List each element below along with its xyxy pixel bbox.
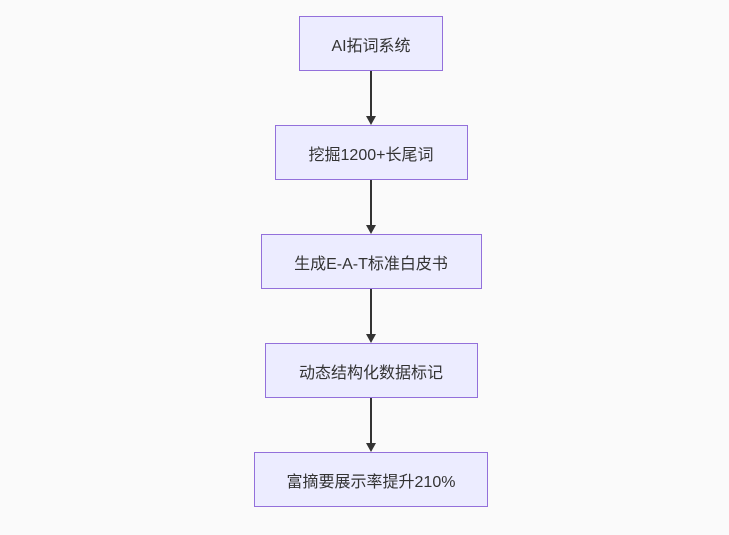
flow-node-5-label: 富摘要展示率提升210% — [286, 473, 456, 491]
arrowhead-down-icon — [366, 116, 376, 125]
arrowhead-down-icon — [366, 334, 376, 343]
flow-node-1-label: AI拓词系统 — [331, 37, 411, 55]
flow-edge-4 — [366, 398, 376, 452]
flow-node-3-label: 生成E-A-T标准白皮书 — [294, 255, 448, 273]
edge-line — [370, 180, 372, 225]
flow-node-4: 动态结构化数据标记 — [264, 343, 478, 398]
edge-line — [370, 398, 372, 443]
arrowhead-down-icon — [366, 443, 376, 452]
flow-node-2-label: 挖掘1200+长尾词 — [308, 146, 434, 164]
flow-node-2: 挖掘1200+长尾词 — [274, 125, 468, 180]
flow-node-5: 富摘要展示率提升210% — [254, 452, 488, 507]
flow-node-3: 生成E-A-T标准白皮书 — [260, 234, 482, 289]
flow-node-4-label: 动态结构化数据标记 — [298, 364, 443, 382]
flow-edge-1 — [366, 71, 376, 125]
flow-edge-2 — [366, 180, 376, 234]
flow-node-1: AI拓词系统 — [299, 16, 443, 71]
flow-edge-3 — [366, 289, 376, 343]
edge-line — [370, 289, 372, 334]
flowchart-column: AI拓词系统 挖掘1200+长尾词 生成E-A-T标准白皮书 动态结构化数据标记 — [254, 16, 488, 507]
arrowhead-down-icon — [366, 225, 376, 234]
edge-line — [370, 71, 372, 116]
